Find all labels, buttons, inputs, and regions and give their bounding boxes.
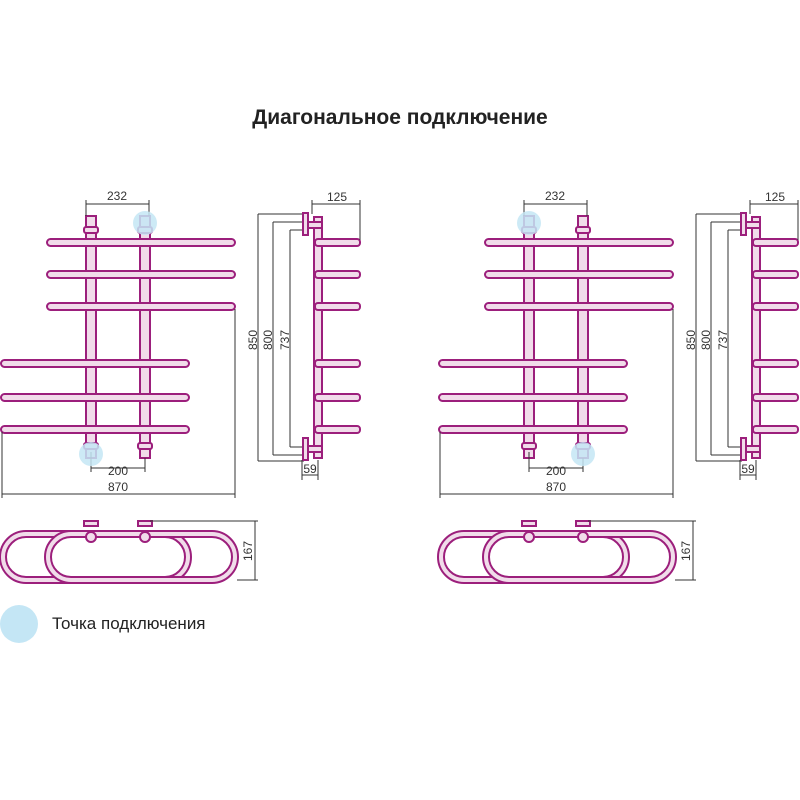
dim-800: 800 <box>261 330 275 350</box>
connection-point-top <box>133 211 157 235</box>
dim-167: 167 <box>679 541 693 561</box>
connection-point-top <box>517 211 541 235</box>
dim-59: 59 <box>303 462 317 476</box>
dim-167: 167 <box>241 541 255 561</box>
right-diagram: 232 200 870 850 800 737 125 59 167 <box>439 189 798 580</box>
dim-232: 232 <box>107 189 127 203</box>
dim-737: 737 <box>716 330 730 350</box>
dim-125: 125 <box>327 190 347 204</box>
left-diagram: 232 200 870 850 800 737 125 59 167 <box>1 189 360 580</box>
dim-200: 200 <box>108 464 128 478</box>
connection-point-bottom <box>571 442 595 466</box>
dim-870: 870 <box>108 480 128 494</box>
dim-125: 125 <box>765 190 785 204</box>
page-title: Диагональное подключение <box>252 106 548 129</box>
connection-point-icon <box>0 605 38 643</box>
dim-850: 850 <box>684 330 698 350</box>
legend-label: Точка подключения <box>52 614 206 633</box>
legend: Точка подключения <box>0 605 206 643</box>
dim-59: 59 <box>741 462 755 476</box>
dim-800: 800 <box>699 330 713 350</box>
dim-737: 737 <box>278 330 292 350</box>
dim-200: 200 <box>546 464 566 478</box>
dim-870: 870 <box>546 480 566 494</box>
connection-point-bottom <box>79 442 103 466</box>
dim-232: 232 <box>545 189 565 203</box>
dim-850: 850 <box>246 330 260 350</box>
